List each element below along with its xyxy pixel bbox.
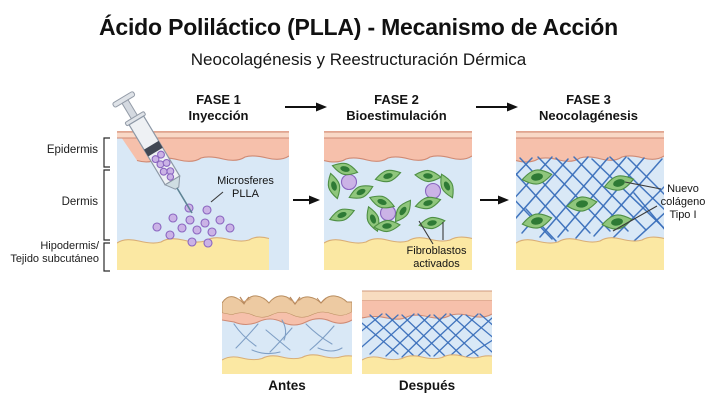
microspheres-label: Microsferes PLLA	[203, 175, 288, 201]
layer-label-epidermis: Epidermis	[46, 144, 98, 156]
wrinkle-crease	[289, 296, 301, 306]
epidermis-layer	[516, 131, 664, 162]
phase-3-sublabel: Neocolagénesis	[539, 108, 638, 123]
fibroblasts-label-line1: Fibroblastos	[406, 245, 467, 257]
stratum-corneum	[324, 132, 472, 138]
hipodermis-bracket	[103, 242, 110, 272]
fibroblasts-label-line2: activados	[413, 258, 460, 270]
phase-3-label: FASE 3	[566, 92, 611, 107]
hipodermis-layer	[222, 354, 352, 374]
phase-header-1: FASE 1 Inyección	[146, 92, 291, 124]
after-label: Después	[398, 378, 456, 393]
collagen-label-line2: colágeno	[660, 196, 706, 208]
wrinkle-crease	[316, 297, 327, 304]
phase-arrow-icon	[285, 102, 327, 112]
before-label: Antes	[268, 378, 306, 393]
layer-label-dermis: Dermis	[61, 196, 98, 208]
collagen-label-line3: Tipo I	[669, 209, 697, 221]
layer-label-hipodermis: Hipodermis/ Tejido subcutáneo	[2, 240, 99, 266]
phase-arrow-icon	[476, 102, 518, 112]
wrinkled-surface-layer	[222, 295, 352, 318]
stratum-corneum	[516, 132, 664, 138]
phase-1-sublabel: Inyección	[188, 108, 249, 123]
phase-2-label: FASE 2	[374, 92, 419, 107]
panel-arrow-icon	[293, 195, 320, 205]
hipodermis-layer	[362, 354, 492, 374]
phase-header-3: FASE 3 Neocolagénesis	[516, 92, 661, 124]
layer-label-hipodermis-line1: Hipodermis/	[40, 240, 99, 252]
phase-header-2: FASE 2 Bioestimulación	[324, 92, 469, 124]
phase-1-label: FASE 1	[196, 92, 241, 107]
epidermis-layer	[222, 312, 352, 325]
collagen-label-line1: Nuevo	[667, 183, 699, 195]
epidermis-layer	[362, 300, 492, 320]
stratum-corneum	[117, 132, 289, 138]
after-skin-panel	[362, 290, 492, 374]
wrinkle-crease	[239, 296, 250, 305]
microsphere-fibroblast-clusters	[324, 159, 459, 234]
hipodermis-layer	[324, 237, 472, 270]
fase3-skin-panel	[516, 131, 664, 270]
smooth-surface-layer	[362, 291, 492, 301]
layer-label-hipodermis-line2: Tejido subcutáneo	[10, 253, 99, 265]
dermis-layer	[222, 304, 352, 362]
microspheres-label-line1: Microsferes	[217, 175, 274, 187]
microspheres-label-line2: PLLA	[232, 188, 259, 200]
fibroblasts-label: Fibroblastos activados	[394, 245, 479, 271]
hipodermis-layer	[117, 237, 269, 270]
hipodermis-layer	[516, 237, 664, 270]
collagen-label: Nuevo colágeno Tipo I	[650, 183, 716, 222]
epidermis-bracket	[103, 137, 110, 168]
crease-shadow	[236, 298, 252, 302]
phase-2-sublabel: Bioestimulación	[346, 108, 447, 123]
epidermis-layer	[324, 131, 472, 162]
fase2-skin-panel	[324, 131, 472, 270]
page-subtitle: Neocolagénesis y Reestructuración Dérmic…	[190, 50, 527, 69]
before-skin-panel	[222, 295, 352, 374]
panel-arrow-icon	[480, 195, 509, 205]
dermis-layer	[362, 300, 492, 360]
dermis-bracket	[103, 169, 110, 241]
page-title: Ácido Poliláctico (PLLA) - Mecanismo de …	[98, 14, 619, 40]
dense-collagen-fibers	[362, 313, 492, 358]
crease-shadow	[287, 298, 303, 302]
sparse-collagen-fibers	[233, 319, 343, 355]
